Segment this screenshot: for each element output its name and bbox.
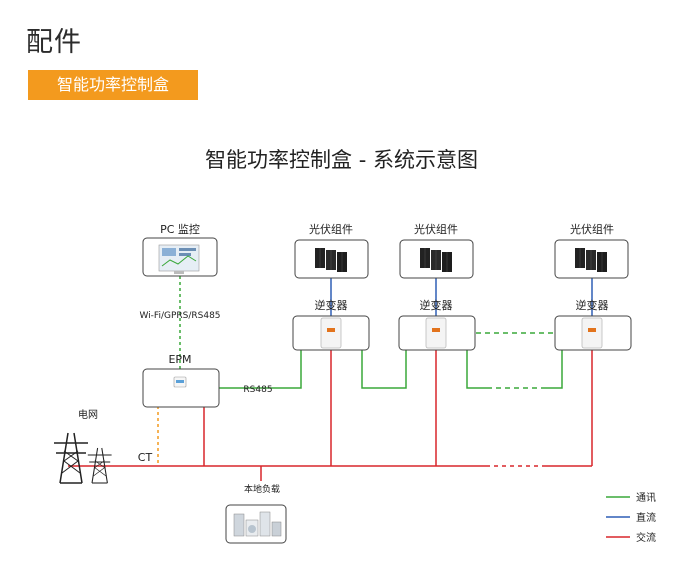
- inverter-1: [292, 315, 370, 351]
- epm-label: EPM: [168, 353, 191, 366]
- section-tag: 智能功率控制盒: [28, 70, 198, 100]
- epm-device: [142, 368, 220, 408]
- legend-label-dc: 直流: [636, 511, 656, 524]
- inverter-3: [554, 315, 632, 351]
- rs485-label: RS485: [243, 385, 272, 395]
- inverter-label-3: 逆变器: [576, 298, 609, 312]
- pc-monitor: [142, 237, 218, 277]
- pv-module-1: [294, 239, 369, 279]
- pv-module-3: [554, 239, 629, 279]
- comm-label: Wi-Fi/GPRS/RS485: [139, 311, 220, 321]
- legend-label-ac: 交流: [636, 531, 656, 544]
- power-tower-icon: [53, 432, 89, 484]
- pv-label-3: 光伏组件: [570, 222, 614, 236]
- load-label: 本地负载: [244, 483, 280, 495]
- appliances-icon: [225, 504, 287, 544]
- page-title: 配件: [26, 27, 82, 58]
- pv-label-1: 光伏组件: [309, 222, 353, 236]
- pv-module-2: [399, 239, 474, 279]
- inverter-label-1: 逆变器: [315, 298, 348, 312]
- ct-label: CT: [138, 451, 153, 464]
- legend-label-comm: 通讯: [636, 492, 656, 504]
- pv-label-2: 光伏组件: [414, 222, 458, 236]
- legend: 通讯 直流 交流: [606, 492, 656, 544]
- inverter-2: [398, 315, 476, 351]
- pc-label: PC 监控: [160, 222, 200, 236]
- inverter-label-2: 逆变器: [420, 298, 453, 312]
- grid-label: 电网: [78, 408, 98, 421]
- diagram-title: 智能功率控制盒 - 系统示意图: [205, 148, 478, 172]
